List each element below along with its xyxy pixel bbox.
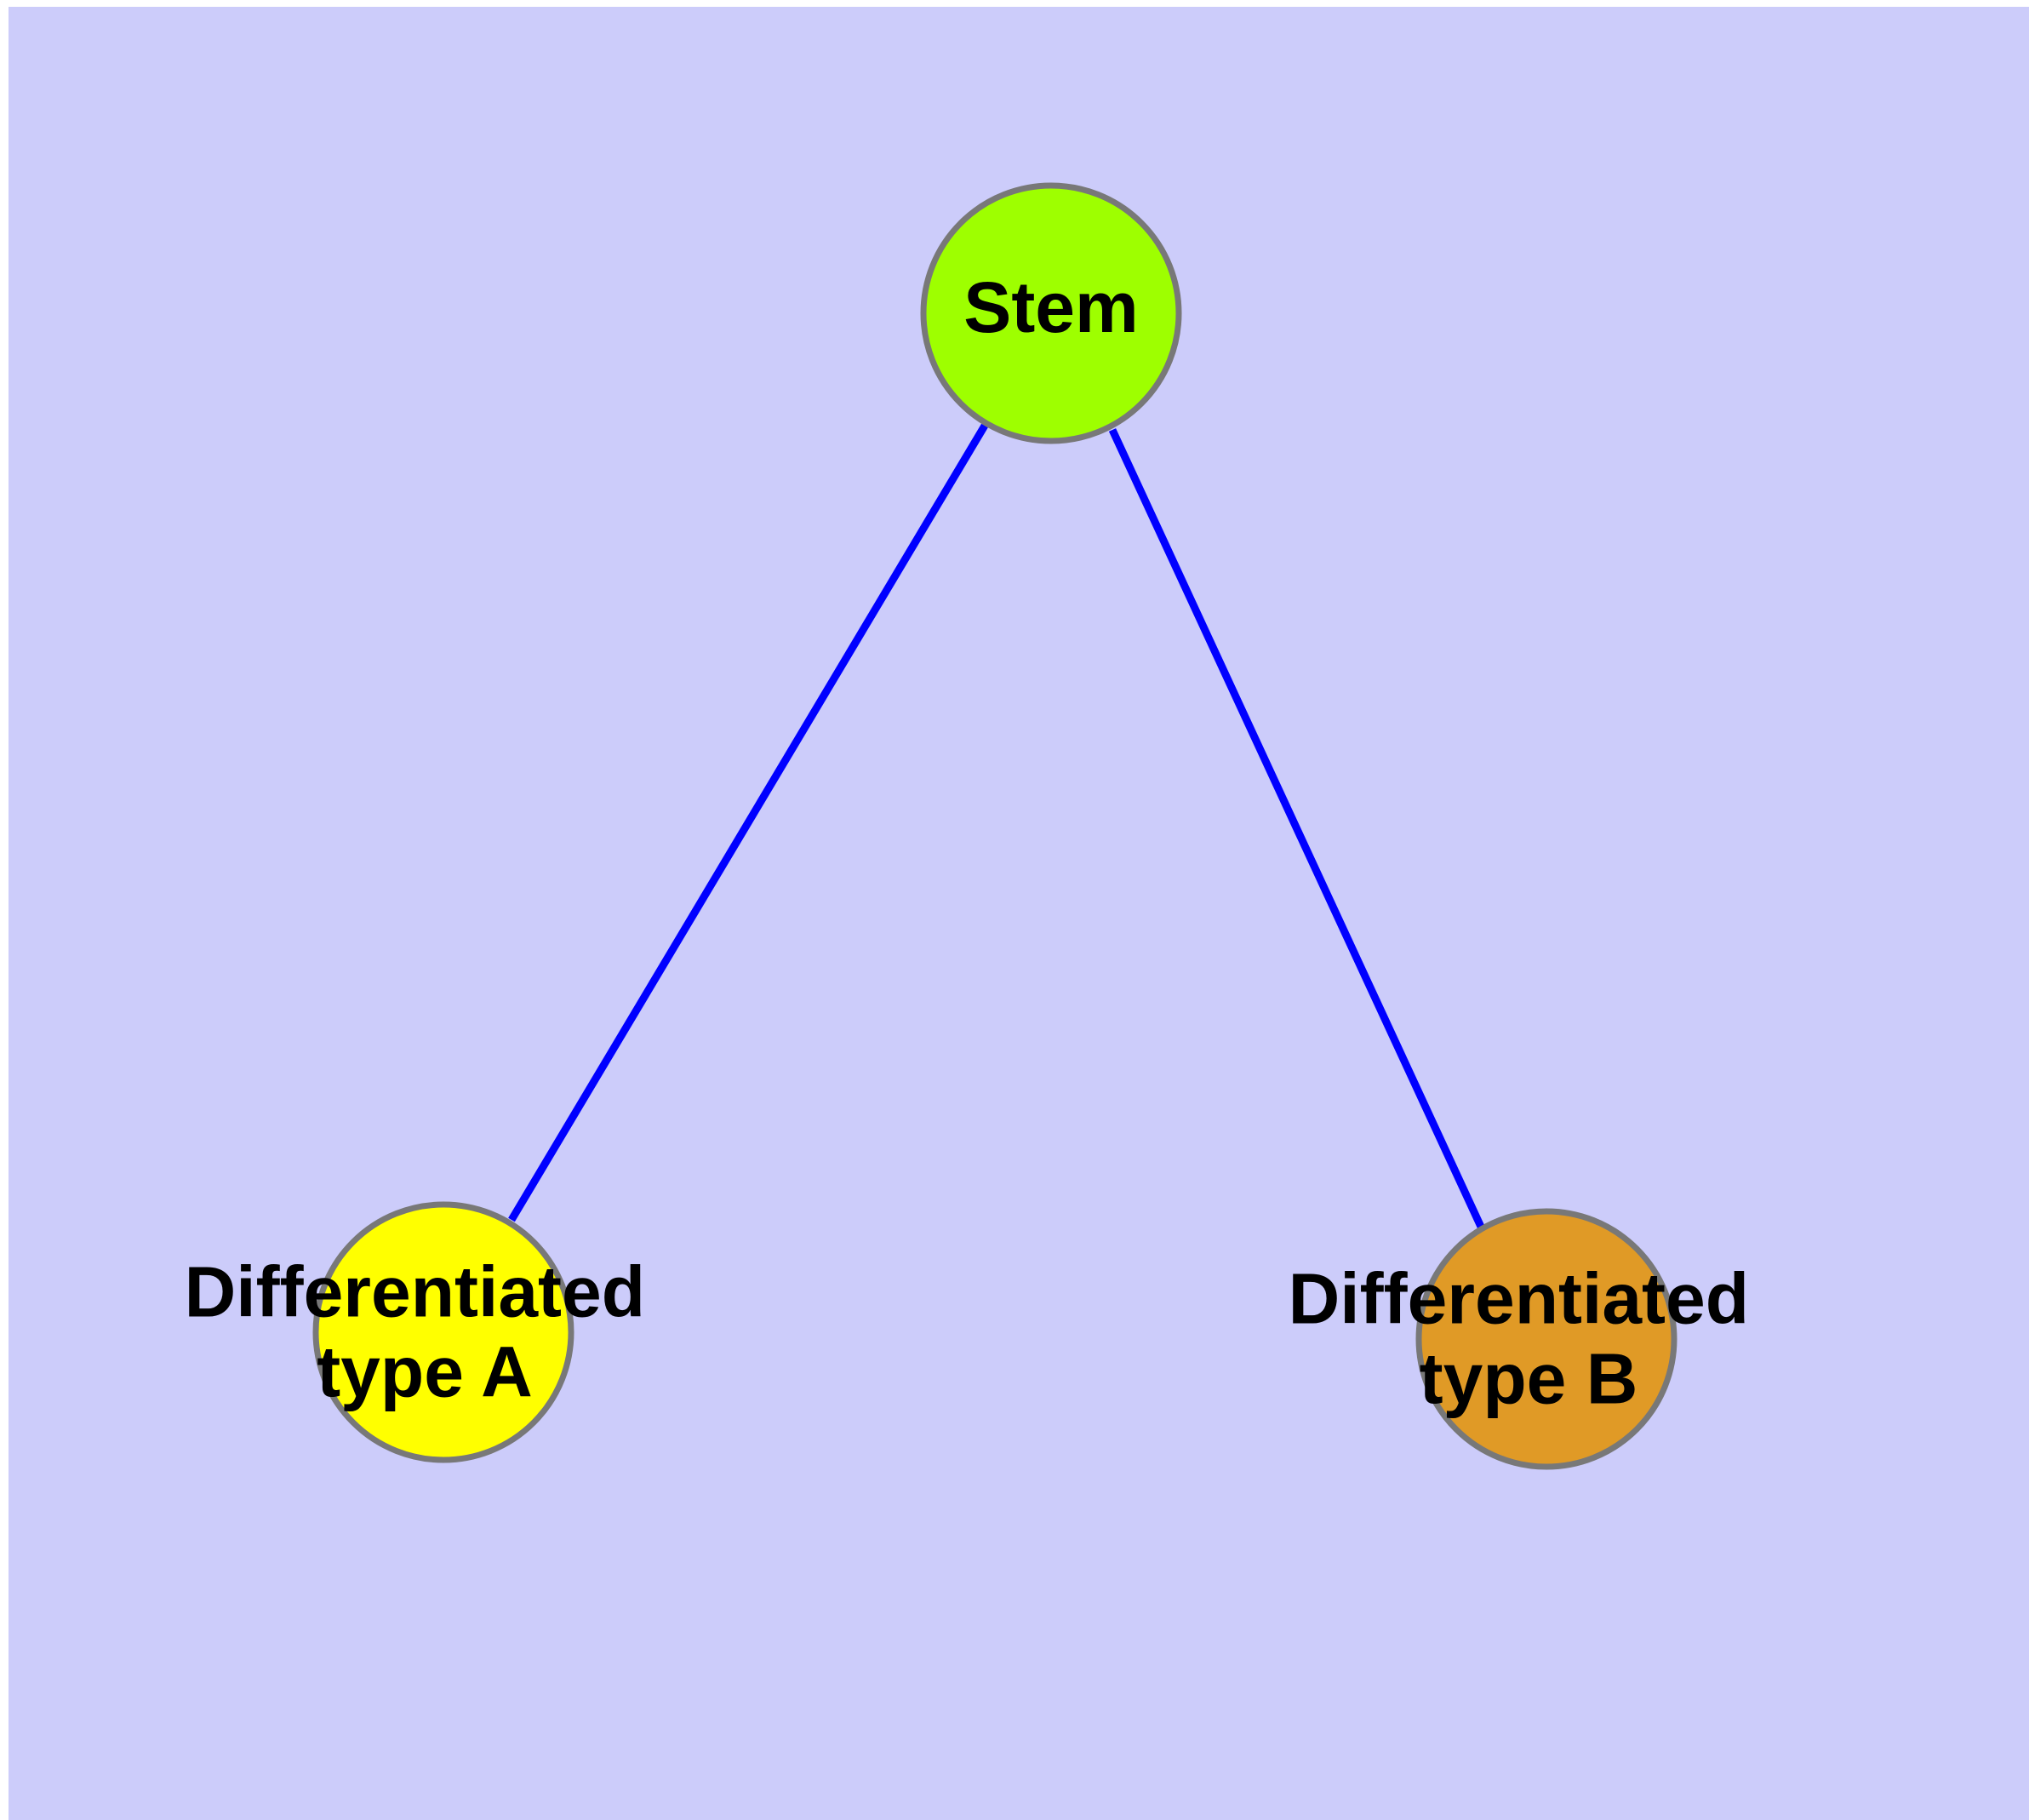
label-line-1: Differentiated: [185, 1252, 645, 1332]
node-differentiated-type-b-circle[interactable]: [1415, 1208, 1677, 1470]
node-layer: [312, 182, 1677, 1470]
node-differentiated-type-a-circle[interactable]: [312, 1201, 574, 1463]
node-stem-label: Stem: [963, 267, 1138, 347]
edge-stem-to-differentiated-type-b[interactable]: [1108, 428, 1485, 1228]
node-differentiated-type-b-label: Differentiated type B: [1289, 1259, 1769, 1419]
node-stem-circle[interactable]: [920, 182, 1182, 444]
label-line-1: Differentiated: [1289, 1259, 1749, 1339]
label-line-2: type B: [1420, 1339, 1638, 1419]
edge-stem-to-differentiated-type-a[interactable]: [508, 423, 988, 1222]
edge-layer: [508, 423, 1485, 1228]
label-line-2: type A: [317, 1332, 533, 1412]
label-layer: Stem Differentiated type A Differentiate…: [185, 267, 1769, 1419]
node-differentiated-type-a-label: Differentiated type A: [185, 1252, 666, 1412]
